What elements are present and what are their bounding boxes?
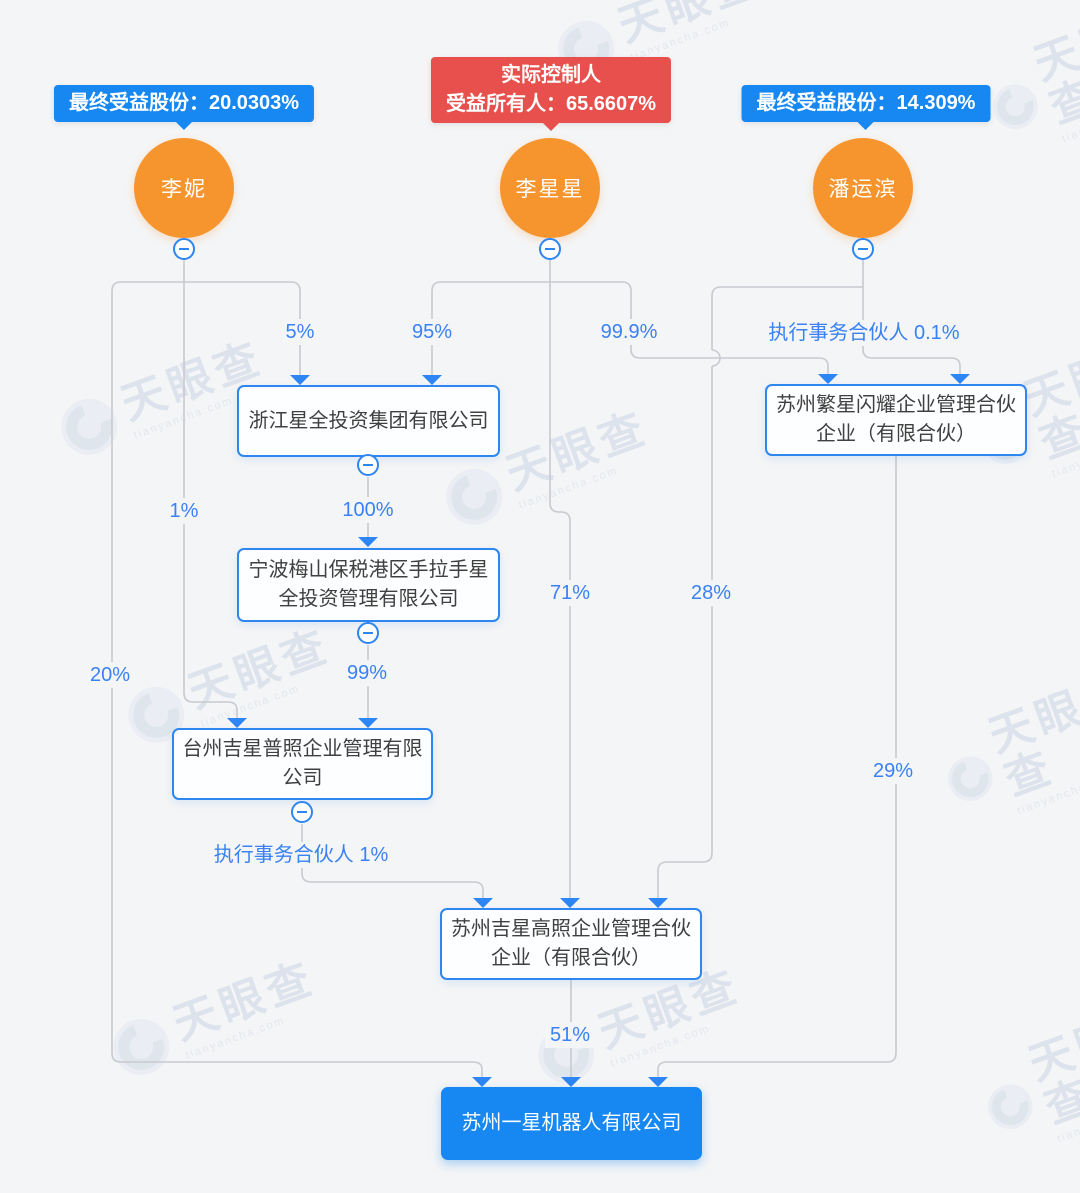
actual-controller-badge-lixingxing: 实际控制人 受益所有人：65.6607% [430,57,672,123]
collapse-toggle-minus-icon[interactable] [357,454,379,476]
collapse-toggle-minus-icon[interactable] [173,238,195,260]
edge-panyunbin-to-fanxing [862,260,961,374]
edge-arrow-icon [560,898,580,908]
edge-arrow-icon [950,374,970,384]
ownership-percent-label: 28% [685,580,737,606]
badge-line: 实际控制人 [500,64,601,86]
edge-lini-to-zhejiang [184,281,301,375]
company-name: 台州吉星普照企业管理有限公司 [182,738,423,789]
edge-arrow-icon [648,1077,668,1087]
company-node-zhejiang-xingquan[interactable]: 浙江星全投资集团有限公司 [237,385,500,457]
ownership-percent-label: 95% [406,319,458,345]
edge-arrow-icon [290,375,310,385]
company-node-taizhou-jixing-puzhao[interactable]: 台州吉星普照企业管理有限公司 [172,728,433,800]
edge-panyunbin-to-jixinggaozhao-a [711,286,863,350]
company-node-suzhou-fanxing-shanyao[interactable]: 苏州繁星闪耀企业管理合伙企业（有限合伙） [765,384,1027,456]
edge-fanxing-to-target [657,456,897,1077]
edge-lixingxing-to-jixinggaozhao [549,260,571,898]
person-name: 李星星 [515,178,585,201]
ownership-percent-label: 99% [341,660,393,686]
beneficial-share-badge-panyunbin: 最终受益股份：14.309% [741,85,991,122]
ownership-percent-label: 1% [164,498,204,524]
ownership-percent-label: 执行事务合伙人 0.1% [763,320,965,346]
badge-line: 最终受益股份：14.309% [756,92,976,114]
badge-line: 受益所有人：65.6607% [445,93,657,115]
badge-line: 最终受益股份：20.0303% [68,92,300,114]
collapse-toggle-minus-icon[interactable] [291,801,313,823]
edge-arrow-icon [227,718,247,728]
ownership-percent-label: 99.9% [595,319,663,345]
ownership-percent-label: 29% [867,758,919,784]
beneficial-share-badge-lini: 最终受益股份：20.0303% [53,85,315,122]
edge-arrow-icon [473,898,493,908]
collapse-toggle-minus-icon[interactable] [539,238,561,260]
company-name: 宁波梅山保税港区手拉手星全投资管理有限公司 [248,559,489,610]
company-node-suzhou-yixing-robot[interactable]: 苏州一星机器人有限公司 [441,1087,702,1160]
ownership-percent-label: 20% [84,662,136,688]
company-name: 苏州一星机器人有限公司 [461,1112,682,1134]
edge-panyunbin-to-jixinggaozhao-b [657,366,713,898]
edge-lixingxing-to-fanxing [550,281,829,374]
edge-arrow-icon [472,1077,492,1087]
person-name: 李妮 [161,178,207,201]
company-name: 浙江星全投资集团有限公司 [248,409,489,432]
edge-panyunbin-to-jixinggaozhao-hop [711,349,721,367]
company-node-ningbo-meishan[interactable]: 宁波梅山保税港区手拉手星全投资管理有限公司 [237,548,500,622]
person-node-panyunbin[interactable]: 潘运滨 [813,138,913,238]
edge-arrow-icon [358,718,378,728]
edge-taizhou-to-jixinggaozhao [301,824,484,898]
collapse-toggle-minus-icon[interactable] [852,238,874,260]
edge-arrow-icon [818,374,838,384]
collapse-toggle-minus-icon[interactable] [357,622,379,644]
person-name: 潘运滨 [828,178,898,201]
company-name: 苏州繁星闪耀企业管理合伙企业（有限合伙） [776,394,1016,445]
company-node-suzhou-jixing-gaozhao[interactable]: 苏州吉星高照企业管理合伙企业（有限合伙） [440,908,702,980]
edge-lini-to-taizhou [183,260,238,718]
company-name: 苏州吉星高照企业管理合伙企业（有限合伙） [451,918,691,969]
edge-lixingxing-to-zhejiang [431,281,550,375]
person-node-lixingxing[interactable]: 李星星 [500,138,600,238]
edge-arrow-icon [358,537,378,547]
person-node-lini[interactable]: 李妮 [134,138,234,238]
ownership-percent-label: 71% [544,580,596,606]
edge-arrow-icon [648,898,668,908]
ownership-percent-label: 100% [337,497,399,523]
edge-arrow-icon [422,375,442,385]
ownership-percent-label: 执行事务合伙人 1% [208,842,394,868]
ownership-percent-label: 5% [280,319,320,345]
